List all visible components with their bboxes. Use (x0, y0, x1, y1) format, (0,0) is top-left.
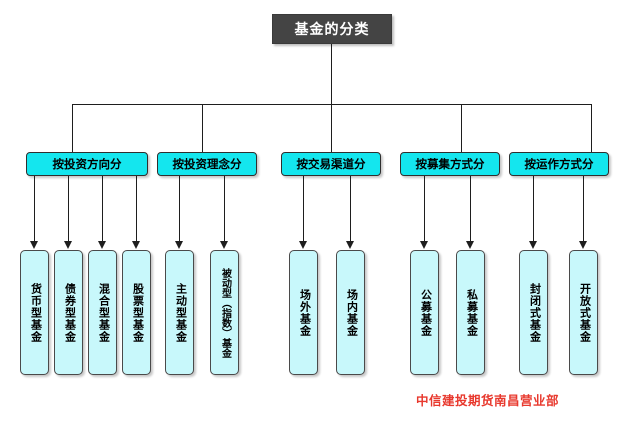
watermark-text: 中信建投期货南昌营业部 (416, 394, 560, 408)
leaf-label-5-1: 封闭式基金 (528, 282, 541, 343)
leaf-box-1-3[interactable]: 混合型基金 (88, 250, 117, 375)
leaf-label-2-1: 主动型基金 (174, 282, 187, 343)
leaf-label-4-2: 私募基金 (465, 288, 478, 337)
leaf-arrow-3-2 (346, 241, 354, 249)
leaf-arrow-1-4 (132, 241, 140, 249)
leaf-arrow-4-2 (466, 241, 474, 249)
group-drop-line-5 (591, 104, 592, 152)
leaf-box-5-2[interactable]: 开放式基金 (569, 250, 598, 375)
group-box-5[interactable]: 按运作方式分 (509, 152, 609, 176)
leaf-label-1-3: 混合型基金 (97, 282, 110, 343)
leaf-connector-4-2 (470, 176, 471, 242)
leaf-arrow-1-1 (30, 241, 38, 249)
root-stem-line (331, 44, 332, 104)
leaf-connector-4-1 (424, 176, 425, 242)
leaf-arrow-1-3 (98, 241, 106, 249)
leaf-box-2-2[interactable]: 被动型（指数）基金 (210, 250, 239, 375)
leaf-connector-1-4 (136, 176, 137, 242)
leaf-box-5-1[interactable]: 封闭式基金 (519, 250, 548, 375)
leaf-box-3-2[interactable]: 场内基金 (336, 250, 365, 375)
leaf-connector-2-2 (224, 176, 225, 242)
root-title-box: 基金的分类 (272, 14, 392, 44)
group-label-2: 按投资理念分 (172, 159, 242, 171)
leaf-box-1-4[interactable]: 股票型基金 (122, 250, 151, 375)
leaf-arrow-2-1 (175, 241, 183, 249)
leaf-box-1-1[interactable]: 货币型基金 (20, 250, 49, 375)
leaf-arrow-4-1 (420, 241, 428, 249)
group-drop-line-1 (72, 104, 73, 152)
leaf-connector-1-3 (102, 176, 103, 242)
leaf-label-2-2: 被动型（指数）基金 (219, 267, 231, 358)
group-drop-line-3 (331, 104, 332, 152)
leaf-box-2-1[interactable]: 主动型基金 (165, 250, 194, 375)
leaf-connector-5-2 (583, 176, 584, 242)
leaf-arrow-3-1 (299, 241, 307, 249)
root-title-label: 基金的分类 (294, 21, 370, 37)
group-label-4: 按募集方式分 (415, 159, 485, 171)
leaf-label-4-1: 公募基金 (419, 288, 432, 337)
group-label-3: 按交易渠道分 (296, 159, 366, 171)
leaf-connector-3-1 (303, 176, 304, 242)
group-label-5: 按运作方式分 (524, 159, 594, 171)
leaf-label-3-1: 场外基金 (298, 288, 311, 337)
group-label-1: 按投资方向分 (52, 159, 122, 171)
leaf-label-1-2: 债券型基金 (63, 282, 76, 343)
group-drop-line-4 (461, 104, 462, 152)
group-drop-line-2 (202, 104, 203, 152)
leaf-box-4-1[interactable]: 公募基金 (410, 250, 439, 375)
group-box-4[interactable]: 按募集方式分 (400, 152, 500, 176)
leaf-arrow-5-2 (579, 241, 587, 249)
leaf-connector-2-1 (179, 176, 180, 242)
leaf-arrow-5-1 (529, 241, 537, 249)
group-box-1[interactable]: 按投资方向分 (26, 152, 148, 176)
leaf-box-3-1[interactable]: 场外基金 (289, 250, 318, 375)
leaf-connector-1-1 (34, 176, 35, 242)
leaf-label-1-4: 股票型基金 (131, 282, 144, 343)
leaf-connector-3-2 (350, 176, 351, 242)
leaf-label-3-2: 场内基金 (345, 288, 358, 337)
group-box-3[interactable]: 按交易渠道分 (281, 152, 381, 176)
leaf-label-5-2: 开放式基金 (578, 282, 591, 343)
leaf-arrow-1-2 (64, 241, 72, 249)
leaf-label-1-1: 货币型基金 (29, 282, 42, 343)
leaf-box-1-2[interactable]: 债券型基金 (54, 250, 83, 375)
leaf-arrow-2-2 (220, 241, 228, 249)
leaf-connector-5-1 (533, 176, 534, 242)
leaf-box-4-2[interactable]: 私募基金 (456, 250, 485, 375)
group-box-2[interactable]: 按投资理念分 (157, 152, 257, 176)
leaf-connector-1-2 (68, 176, 69, 242)
